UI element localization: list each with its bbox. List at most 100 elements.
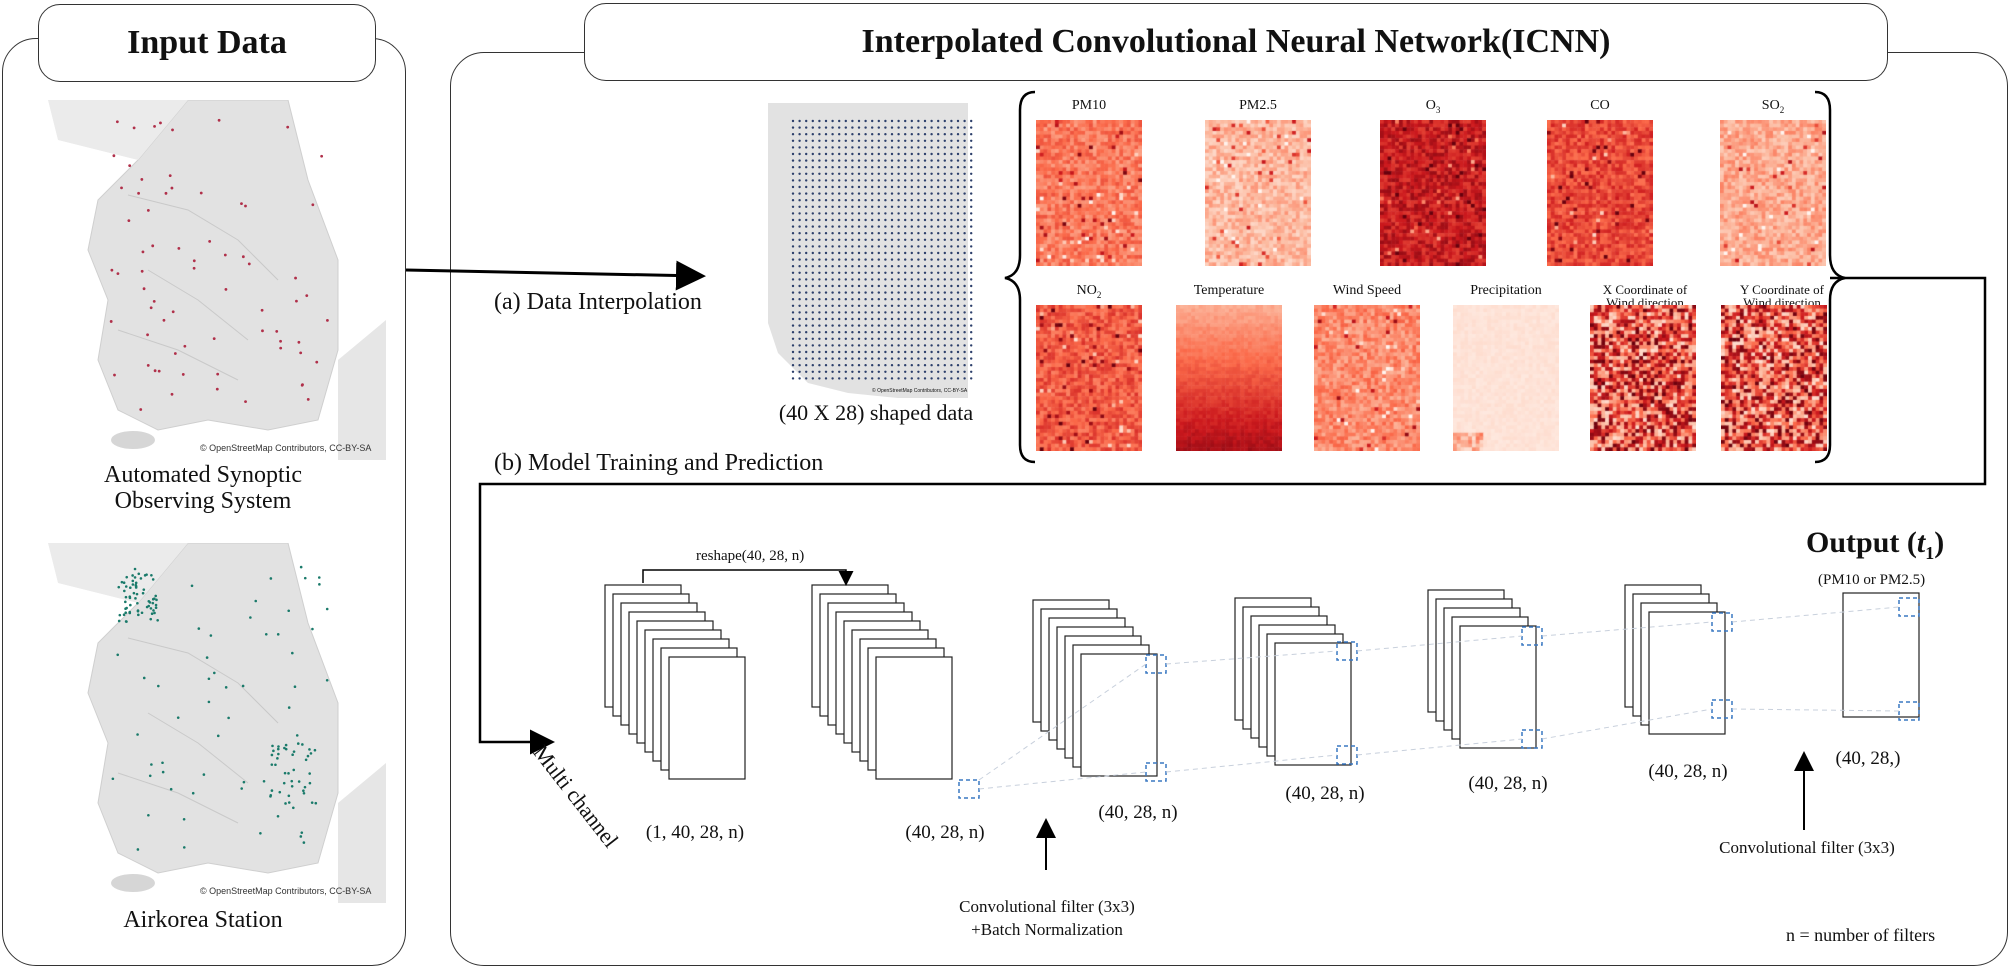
asos-station-dot: [127, 219, 131, 223]
airkorea-station-dot: [276, 814, 280, 818]
grid-point: [950, 265, 953, 268]
airkorea-station-dot: [124, 611, 128, 615]
grid-point: [857, 350, 861, 354]
grid-point: [963, 119, 966, 123]
grid-point: [811, 225, 814, 228]
airkorea-station-dot: [190, 584, 194, 588]
grid-point: [857, 337, 861, 340]
grid-point: [877, 225, 880, 228]
grid-point: [831, 364, 834, 367]
grid-point: [963, 258, 966, 261]
grid-point: [864, 185, 867, 189]
grid-point: [824, 331, 828, 334]
grid-point: [904, 258, 907, 261]
asos-station-dot: [279, 346, 283, 350]
var-label-precipitation: Precipitation: [1470, 283, 1542, 298]
grid-point: [884, 205, 887, 208]
grid-point: [857, 370, 861, 373]
grid-point: [851, 251, 854, 255]
grid-point: [943, 133, 946, 136]
icnn-title: Interpolated Convolutional Neural Networ…: [584, 3, 1888, 81]
interpolation-grid-map: [768, 103, 978, 398]
grid-point: [917, 245, 920, 248]
grid-point: [798, 251, 801, 255]
grid-point: [890, 166, 894, 169]
grid-point: [956, 304, 960, 307]
grid-point: [930, 119, 933, 123]
grid-point: [877, 251, 880, 255]
grid-point: [857, 298, 861, 301]
asos-station-dot: [311, 203, 315, 207]
grid-point: [818, 311, 821, 314]
grid-point: [805, 324, 808, 327]
grid-point: [871, 179, 874, 182]
grid-point: [844, 225, 847, 228]
grid-point: [844, 350, 847, 354]
grid-point: [871, 159, 874, 162]
airkorea-station-dot: [122, 613, 126, 617]
grid-point: [890, 377, 894, 380]
grid-point: [831, 284, 834, 288]
grid-point: [877, 133, 880, 136]
grid-point: [857, 251, 861, 255]
grid-point: [937, 324, 940, 327]
grid-point: [818, 225, 821, 228]
heatmap-precipitation: [1453, 305, 1559, 451]
asos-station-dot: [152, 299, 156, 303]
grid-point: [838, 218, 841, 222]
airkorea-station-dot: [132, 591, 136, 595]
grid-point: [818, 298, 821, 301]
grid-point: [904, 152, 907, 156]
grid-point: [805, 179, 808, 182]
asos-station-dot: [132, 126, 136, 130]
grid-point: [824, 258, 828, 261]
grid-point: [844, 284, 847, 288]
grid-point: [818, 331, 821, 334]
grid-point: [818, 146, 821, 149]
grid-point: [791, 185, 795, 189]
grid-point: [798, 304, 801, 307]
airkorea-station-dot: [302, 841, 306, 844]
grid-point: [970, 337, 973, 340]
grid-point: [884, 192, 887, 195]
grid-point: [950, 152, 953, 156]
grid-point: [970, 192, 973, 195]
grid-point: [798, 212, 801, 215]
grid-point: [923, 251, 927, 255]
grid-point: [970, 271, 973, 274]
grid-point: [857, 192, 861, 195]
grid-point: [884, 291, 887, 294]
grid-point: [831, 172, 834, 175]
grid-point: [950, 199, 953, 202]
grid-point: [838, 370, 841, 373]
grid-point: [811, 265, 814, 268]
airkorea-station-dot: [313, 748, 317, 752]
grid-point: [857, 212, 861, 215]
grid-point: [851, 278, 854, 281]
airkorea-station-dot: [116, 653, 120, 657]
grid-point: [923, 291, 927, 294]
grid-point: [798, 119, 801, 123]
grid-point: [851, 265, 854, 268]
airkorea-station-dot: [284, 802, 287, 805]
grid-point: [838, 284, 841, 288]
airkorea-station-dot: [124, 607, 127, 611]
grid-point: [877, 126, 880, 129]
grid-point: [871, 251, 874, 255]
grid-point: [897, 304, 900, 307]
grid-point: [864, 265, 867, 268]
grid-point: [818, 324, 821, 327]
grid-point: [864, 311, 867, 314]
grid-point: [857, 126, 861, 129]
grid-point: [791, 278, 795, 281]
grid-point: [970, 311, 973, 314]
asos-station-dot: [153, 369, 157, 373]
grid-point: [930, 364, 933, 367]
grid-point: [831, 271, 834, 274]
grid-point: [930, 192, 933, 195]
grid-point: [877, 245, 880, 248]
grid-point: [890, 152, 894, 156]
grid-point: [877, 192, 880, 195]
grid-point: [923, 324, 927, 327]
airkorea-station-dot: [155, 598, 158, 602]
